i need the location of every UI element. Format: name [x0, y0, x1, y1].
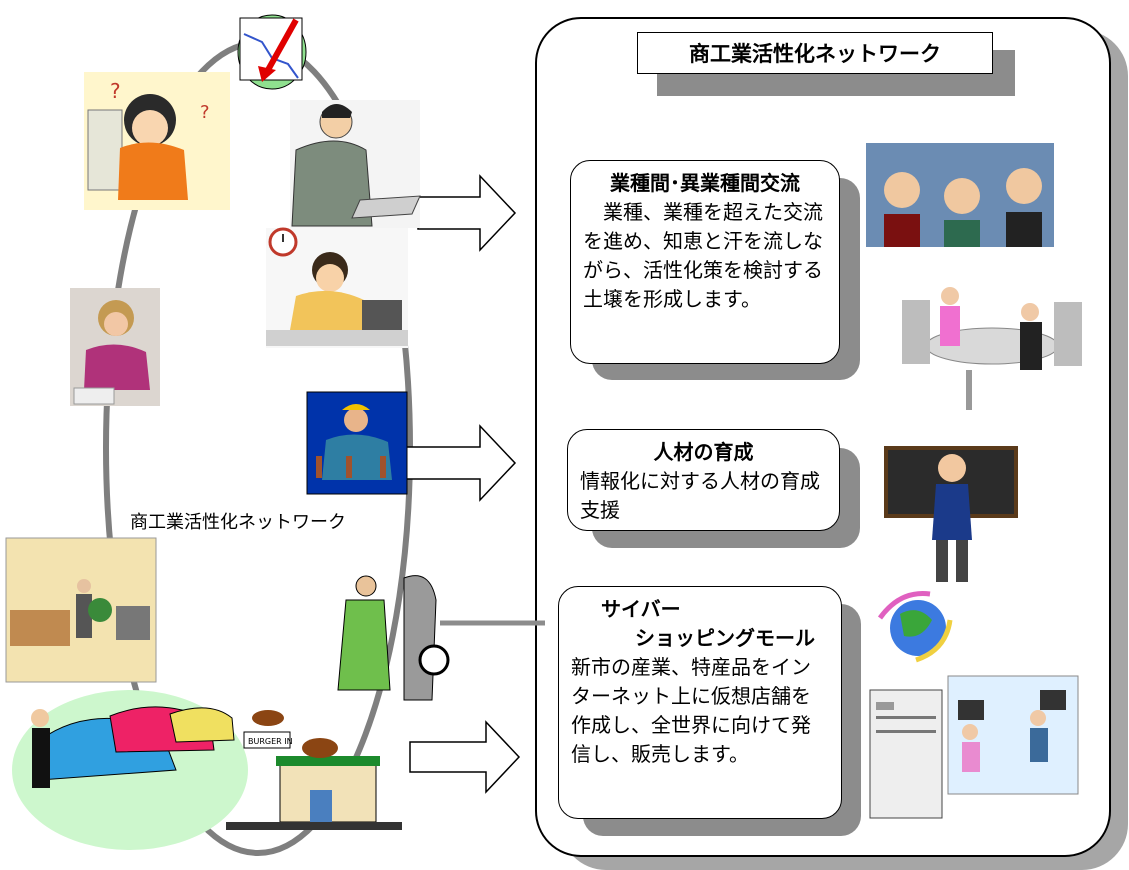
businessman-laptop-illustration: [290, 100, 421, 228]
training-card: 人材の育成 情報化に対する人材の育成支援: [567, 429, 840, 531]
office-woman-illustration: [70, 288, 160, 406]
training-card-text: 情報化に対する人材の育成支援: [580, 469, 820, 522]
round-table-illustration: [902, 287, 1082, 410]
exchange-card: 業種間･異業種間交流 業種、業種を超えた交流を進め、知恵と汗を流しながら、活性化…: [570, 160, 840, 364]
cybermall-card-heading-2: ショッピングモール: [635, 626, 815, 650]
ring-label: 商工業活性化ネットワーク: [130, 512, 346, 533]
factory-worker-illustration: [306, 391, 408, 495]
teacher-illustration: [884, 446, 1018, 582]
business-meeting-illustration: [866, 143, 1054, 247]
worried-woman-illustration: ? ?: [84, 72, 230, 210]
panel-title: 商工業活性化ネットワーク: [637, 32, 993, 74]
thinking-woman-illustration: [266, 227, 408, 348]
office-reception-illustration: [5, 537, 157, 683]
computer-office-illustration: [947, 675, 1079, 795]
burger-shop-illustration: BURGER IN: [226, 710, 402, 830]
cybermall-card: サイバー ショッピングモール 新市の産業、特産品をインターネット上に仮想店舗を作…: [558, 586, 842, 819]
cybermall-card-text: 新市の産業、特産品をインターネット上に仮想店舗を作成し、全世界に向けて発信し、販…: [571, 655, 811, 766]
arrow-to-training: [404, 424, 517, 502]
globe-icon: [877, 591, 953, 663]
burger-sign-text: BURGER IN: [248, 737, 293, 746]
training-card-heading: 人材の育成: [653, 440, 754, 464]
car-dealer-illustration: [12, 690, 248, 850]
exchange-card-heading: 業種間･異業種間交流: [610, 171, 800, 195]
svg-text:?: ?: [200, 102, 210, 123]
machinist-illustration: [337, 575, 450, 701]
cybermall-card-heading-1: サイバー: [601, 597, 681, 621]
svg-text:?: ?: [110, 79, 121, 103]
arrow-to-cybermall: [409, 720, 521, 794]
arrow-to-exchange: [417, 174, 517, 252]
server-illustration: [869, 689, 943, 819]
exchange-card-text: 業種、業種を超えた交流を進め、知恵と汗を流しながら、活性化策を検討する土壌を形成…: [583, 200, 823, 311]
chart-down-icon: [237, 14, 307, 90]
